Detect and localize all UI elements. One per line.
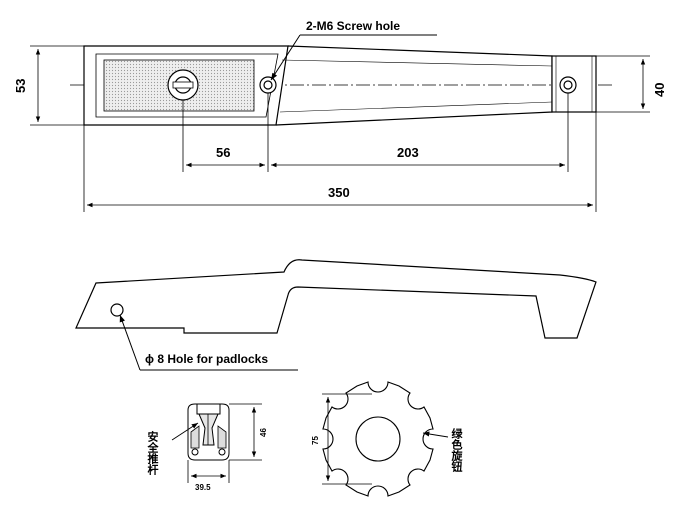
dimension-75-label: 75 <box>311 436 320 445</box>
dimension-46-label: 46 <box>259 428 268 437</box>
dimension-39-5-label: 39.5 <box>195 483 211 492</box>
dimension-203-label: 203 <box>397 145 419 160</box>
green-knob-detail <box>322 381 434 497</box>
dimension-40 <box>596 55 650 113</box>
knob-arrow <box>422 431 449 438</box>
padlock-callout <box>119 314 298 371</box>
handle-base-inner <box>95 53 279 118</box>
dimension-39-5 <box>187 460 230 483</box>
side-view <box>75 259 597 339</box>
push-rod-label: 安全推杆 <box>146 430 160 476</box>
handle-arm-inner-lower <box>279 101 553 113</box>
handle-side-outline <box>75 259 597 339</box>
handle-arm-inner <box>281 59 553 67</box>
handle-arm-outline <box>275 45 553 126</box>
dimension-350 <box>83 112 597 212</box>
screw-hole-label: 2-M6 Screw hole <box>306 19 400 33</box>
dimension-53-label: 53 <box>13 79 28 93</box>
dimension-75 <box>322 393 372 485</box>
push-rod-arrow <box>171 422 199 441</box>
top-view <box>70 45 612 126</box>
dimension-40-label: 40 <box>652 83 667 97</box>
dimension-56-label: 56 <box>216 145 230 160</box>
padlock-label: ϕ 8 Hole for padlocks <box>145 352 268 366</box>
dimension-46 <box>229 403 262 461</box>
knob-label: 绿色旋钮 <box>450 427 464 473</box>
screw-hole-callout <box>270 34 437 81</box>
padlock-hole <box>110 303 124 317</box>
svg-text:绿色旋钮: 绿色旋钮 <box>450 427 464 473</box>
knob-center <box>355 416 401 462</box>
dimension-350-label: 350 <box>328 185 350 200</box>
dimension-53 <box>30 45 84 126</box>
safety-push-rod-detail <box>187 403 230 461</box>
dimension-56-203 <box>182 93 569 172</box>
svg-text:安全推杆: 安全推杆 <box>146 430 160 476</box>
